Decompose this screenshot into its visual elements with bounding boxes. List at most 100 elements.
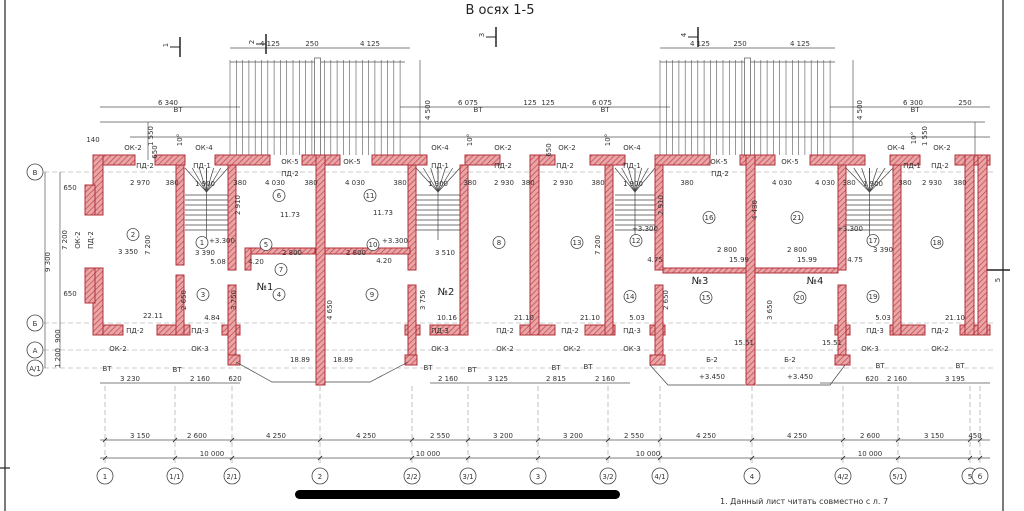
room-number: 13 (573, 239, 582, 247)
wall (227, 354, 241, 366)
axis-marker (26, 163, 44, 181)
axis-marker (166, 467, 184, 485)
opening-mark: ПД-2 (281, 170, 299, 178)
opening-mark: ПД-2 (494, 162, 512, 170)
wall (654, 164, 664, 271)
room-number-marker (623, 290, 637, 303)
opening-mark: ПД-3 (623, 327, 641, 335)
axis-marker (651, 467, 669, 485)
opening-mark: ПД-1 (193, 162, 211, 170)
level-mark: +3.300 (209, 237, 235, 245)
room-number: 6 (277, 192, 282, 200)
opening-mark: ПД-2 (931, 327, 949, 335)
room-area: 4.20 (248, 258, 264, 266)
opening-mark: ОК-3 (623, 345, 640, 353)
room-number-marker (366, 238, 380, 251)
dimension-text: 2 550 (430, 432, 450, 440)
dimension-text: 10 000 (416, 450, 441, 458)
room-area: 22.11 (143, 312, 163, 320)
wall (214, 154, 271, 166)
dimension-text: 2 930 (922, 179, 942, 187)
room-area: 4.84 (204, 314, 220, 322)
room-number-marker (699, 291, 713, 304)
room-number-marker (570, 236, 584, 249)
room-number-marker (629, 234, 643, 247)
wall (977, 154, 988, 336)
dimension-text: 9 300 (44, 252, 52, 272)
axis-marker (403, 467, 421, 485)
opening-mark: ПД-3 (191, 327, 209, 335)
dimension-text: 900 (54, 329, 62, 342)
vent-mark: ВТ (910, 106, 920, 114)
dimension-text: 3 200 (563, 432, 583, 440)
dimension-text: 1 900 (863, 180, 883, 188)
dimension-text: 2 800 (787, 246, 807, 254)
dimension-text: 2 800 (346, 249, 366, 257)
dimension-text: 3 125 (488, 375, 508, 383)
wall (889, 154, 921, 166)
vent-mark: ВТ (102, 365, 112, 373)
bay-window (235, 361, 316, 383)
room-number-marker (272, 189, 286, 202)
dimension-text: 380 (898, 179, 911, 187)
wall (324, 247, 411, 255)
axis-marker (26, 359, 44, 377)
opening-mark: ОК-4 (623, 144, 641, 152)
dimension-text: 2 550 (624, 432, 644, 440)
dimension-text: 3 750 (419, 290, 427, 310)
room-area: 15.51 (734, 339, 754, 347)
room-number-marker (866, 234, 880, 247)
room-number-marker (866, 290, 880, 303)
dimension-text: 250 (958, 99, 971, 107)
level-mark: +3.300 (382, 237, 408, 245)
dimension-text: 2 910 (234, 195, 242, 215)
dimension-text: 650 (151, 145, 159, 158)
dimension-text: 2 600 (187, 432, 207, 440)
dimension-text: 380 (233, 179, 246, 187)
room-number-marker (793, 291, 807, 304)
dimension-text: 450 (968, 432, 981, 440)
room-number: 10 (369, 241, 378, 249)
room-area: 11.73 (373, 209, 393, 217)
axis-marker (599, 467, 617, 485)
dimension-text: 620 (228, 375, 241, 383)
opening-mark: ОК-2 (124, 144, 141, 152)
wall (834, 354, 851, 366)
dimension-text: 2 970 (130, 179, 150, 187)
dimension-text: 1 200 (54, 348, 62, 368)
axis-label: 4/2 (837, 473, 848, 481)
axis-label: 2 (318, 473, 322, 481)
dimension-text: 1 550 (921, 126, 929, 146)
wall (315, 154, 326, 386)
section-mark-label: 4 (680, 32, 688, 37)
dimension-text: 7 200 (594, 235, 602, 255)
axis-marker (96, 467, 114, 485)
vent-mark: ВТ (423, 364, 433, 372)
axis-marker (223, 467, 241, 485)
dimension-text: 2 600 (860, 432, 880, 440)
dimension-text: 380 (842, 179, 855, 187)
balcony (649, 364, 745, 386)
dimension-text: 125 (523, 99, 536, 107)
wall (654, 154, 711, 166)
room-area: 18.89 (290, 356, 310, 364)
vent-mark: ВТ (955, 362, 965, 370)
dimension-text: 380 (463, 179, 476, 187)
room-number: 21 (793, 214, 802, 222)
wall (837, 164, 847, 271)
drawing-title: В осях 1-5 (465, 3, 534, 18)
apartment-label: №3 (692, 276, 709, 287)
opening-mark: ПД-2 (561, 327, 579, 335)
wall (964, 154, 975, 336)
section-mark-label: 2 (248, 40, 256, 44)
wall (464, 154, 501, 166)
wall (459, 164, 469, 336)
vent-mark: ВТ (875, 362, 885, 370)
room-number-marker (126, 228, 140, 241)
opening-mark: ПД-2 (931, 162, 949, 170)
axis-label: А/1 (29, 365, 41, 373)
opening-mark: ПД-2 (496, 327, 514, 335)
dimension-text: 1 900 (428, 180, 448, 188)
axis-label: 3 (536, 473, 540, 481)
opening-mark: ОК-5 (343, 158, 360, 166)
